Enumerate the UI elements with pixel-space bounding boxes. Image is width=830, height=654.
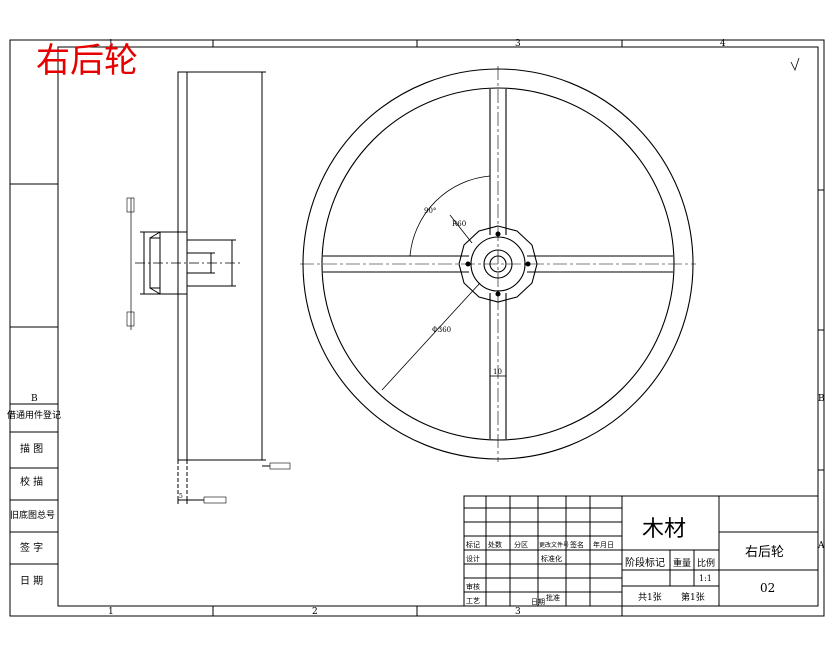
dim-rim-diameter: Φ360 xyxy=(432,326,451,334)
tb-row-design: 设计 xyxy=(466,554,480,563)
hub-bore xyxy=(489,255,507,273)
hub-ring xyxy=(470,236,526,292)
tb-header-zone: 分区 xyxy=(514,540,528,549)
tb-row-review: 审核 xyxy=(466,582,480,591)
tb-sheet-current: 第1张 xyxy=(681,591,705,603)
bolt-hole-3 xyxy=(465,261,471,267)
tb-header-docno: 更改文件号 xyxy=(539,541,569,549)
spoke-right xyxy=(527,255,673,273)
spoke-bottom xyxy=(489,293,507,439)
tb-header-date: 年月日 xyxy=(593,540,614,549)
roughness-symbol xyxy=(790,57,800,72)
tb-row-approve: 批准 xyxy=(546,593,560,602)
zone-ticks xyxy=(212,40,824,616)
side-view xyxy=(126,71,291,504)
left-strip-row-2: 描 图 xyxy=(20,442,43,455)
left-strip-row-5: 签 字 xyxy=(20,541,43,554)
zone-right-a: A xyxy=(817,541,825,551)
hub-flange xyxy=(458,225,538,303)
tb-material: 木材 xyxy=(642,517,686,542)
left-strip-row-6: 日 期 xyxy=(20,575,43,587)
dim-angle: 90° xyxy=(424,207,436,215)
zone-top-4: 4 xyxy=(720,39,726,49)
dim-radius: R60 xyxy=(452,220,466,228)
angle-arc xyxy=(409,175,491,257)
bolt-hole-4 xyxy=(525,261,531,267)
spoke-top xyxy=(489,89,507,235)
left-strip-row-1: 借通用件登记 xyxy=(7,409,61,421)
title-block-grid xyxy=(463,495,819,607)
outer-border xyxy=(9,39,825,617)
tb-row-process: 工艺 xyxy=(466,597,480,605)
zone-right-b: B xyxy=(818,394,825,404)
radius-leader xyxy=(381,282,481,391)
zone-bottom-1: 1 xyxy=(108,607,114,617)
tb-drawing-number: 02 xyxy=(760,581,775,595)
left-strip xyxy=(10,183,58,565)
bolt-hole-2 xyxy=(495,291,501,297)
left-strip-row-4: 旧底图总号 xyxy=(10,509,55,521)
tb-stage-label: 阶段标记 xyxy=(625,556,665,569)
zone-bottom-3: 3 xyxy=(515,607,521,617)
tb-weight-label: 重量 xyxy=(673,557,691,569)
front-view xyxy=(300,66,696,462)
tb-ratio-label: 比例 xyxy=(697,557,715,569)
zone-bottom-2: 2 xyxy=(312,607,318,617)
dim-spoke-width: 10 xyxy=(493,368,502,376)
spoke-left xyxy=(323,255,469,273)
zone-top-1: 1 xyxy=(108,39,114,49)
r60-leader xyxy=(449,214,473,244)
tb-row-standard: 标准化 xyxy=(541,554,562,563)
tb-scale: 1:1 xyxy=(699,574,712,583)
bolt-hole-1 xyxy=(495,231,501,237)
tb-row-date: 日期 xyxy=(531,598,545,606)
dim-thickness: 5 xyxy=(179,493,183,500)
tb-header-mark: 标记 xyxy=(466,540,480,549)
hub-boss xyxy=(483,249,513,279)
tb-header-count: 处数 xyxy=(488,540,502,549)
tb-sheets-total: 共1张 xyxy=(638,592,662,603)
tb-header-sign: 签名 xyxy=(570,540,584,549)
title-stamp: 右后轮 xyxy=(36,41,138,81)
zone-top-3: 3 xyxy=(515,39,521,49)
left-strip-zone-letter: B xyxy=(31,394,38,404)
left-strip-row-3: 校 描 xyxy=(20,475,43,488)
tb-part-name: 右后轮 xyxy=(745,545,784,560)
